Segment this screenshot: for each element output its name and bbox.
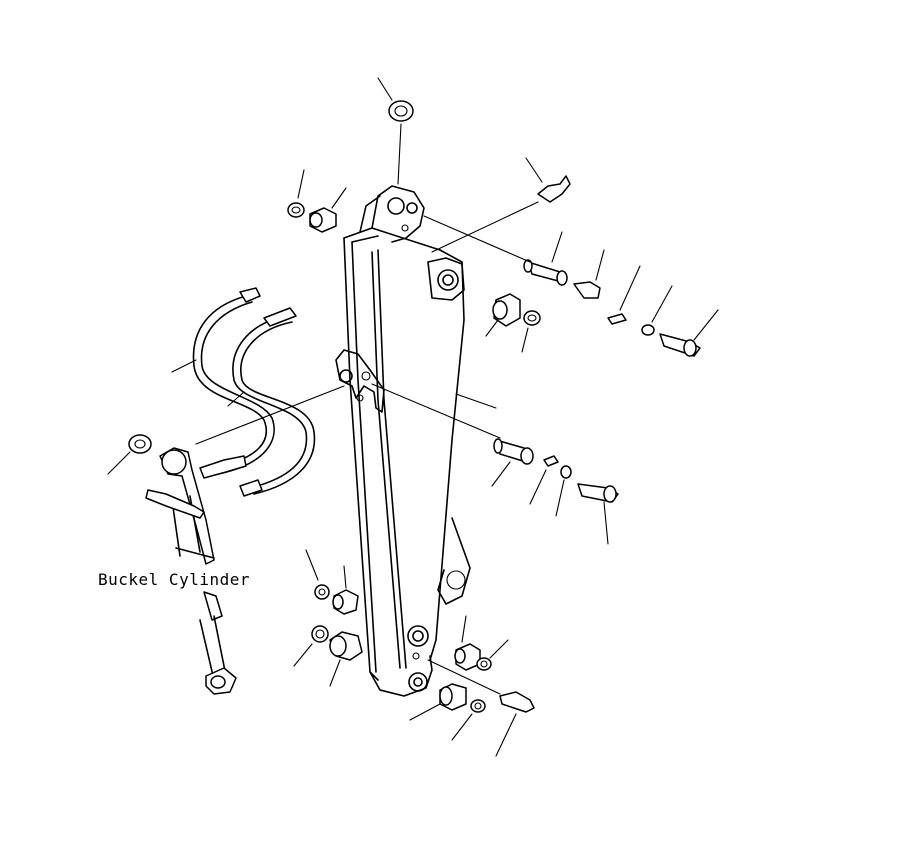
hydraulic-hoses	[171, 287, 345, 497]
lower-left-parts	[293, 549, 363, 687]
top-washer	[377, 77, 414, 185]
upper-left-bushing-set	[287, 169, 347, 233]
grease-fitting-top	[431, 157, 571, 253]
lower-right-parts	[409, 615, 535, 757]
bucket-cylinder	[145, 447, 237, 695]
arm-body	[335, 185, 471, 697]
upper-fittings	[573, 249, 719, 357]
upper-right-bushing	[485, 293, 541, 353]
cylinder-washer	[107, 434, 152, 475]
upper-pin	[423, 215, 568, 286]
middle-pin-set	[371, 383, 619, 545]
bucket-cylinder-label: Buckel Cylinder	[98, 570, 250, 589]
